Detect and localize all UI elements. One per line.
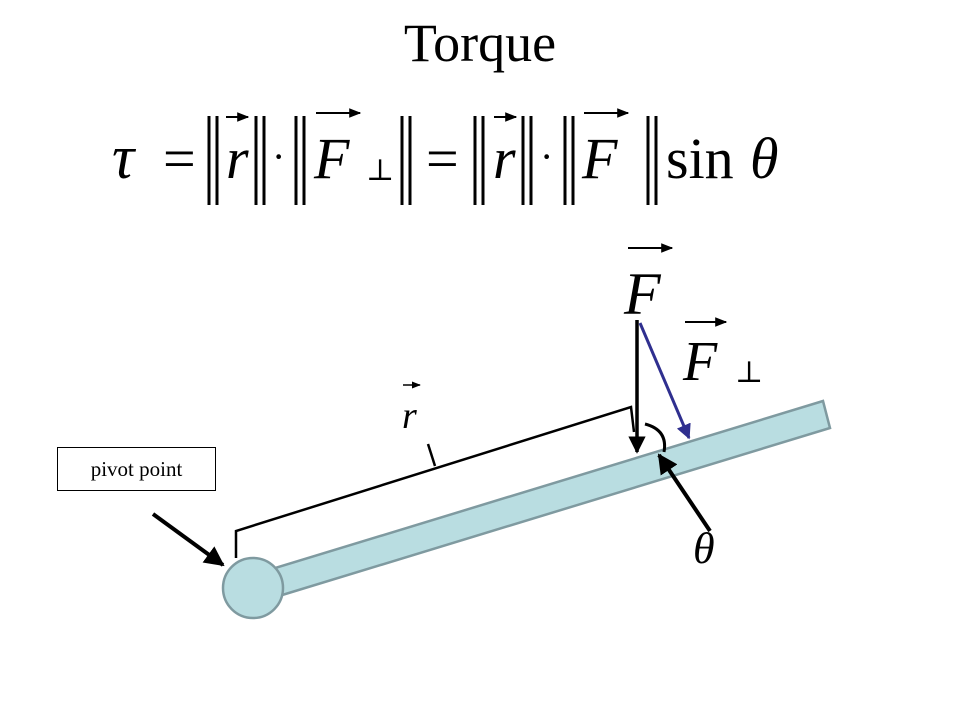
angle-label: θ [693,524,715,573]
perpendicular-force-arrow [638,322,691,440]
perpendicular-symbol: ⊥ [735,356,763,389]
force-label: F [623,261,662,327]
perpendicular-force-vector: F ⊥ [638,317,763,440]
formula-norm-r-2: r [473,112,533,205]
formula-theta: θ [750,126,779,191]
formula-equals-1: = [163,126,196,191]
force-vector: F [623,243,674,454]
radius-label: r [402,395,417,437]
formula-F-2: F [581,126,618,191]
formula-perp-1: ⊥ [366,154,394,187]
radius-bracket: r [234,381,636,558]
formula-norm-r-1: r [207,112,266,205]
pivot-point-text: pivot point [90,456,183,481]
formula-sin: sin [666,126,734,191]
lever-bar [247,399,832,605]
pivot-pointer-arrow [151,512,225,567]
lever [221,399,832,620]
formula-equals-2: = [426,126,459,191]
formula-tau: τ [112,124,137,192]
formula-r-1: r [226,126,249,191]
formula-norm-f: F [563,108,658,205]
formula-dot-2: · [540,134,553,179]
formula-norm-fperp: F ⊥ [294,108,412,205]
formula-r-2: r [493,126,516,191]
formula-dot-1: · [272,134,285,179]
slide-title: Torque [403,13,557,73]
angle-arc [644,422,667,453]
formula-F-1: F [313,126,350,191]
pivot-point-label: pivot point [57,447,216,491]
perpendicular-force-label: F [682,331,718,393]
angle-marker: θ [644,422,715,573]
pivot-circle [221,556,285,620]
torque-formula: τ = r · F ⊥ = [112,108,779,205]
angle-pointer-arrow [657,453,712,533]
